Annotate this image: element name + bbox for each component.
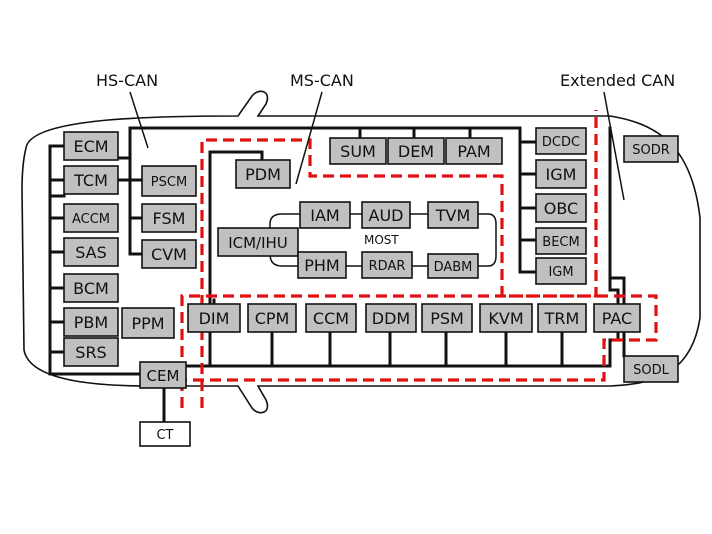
module-tvm: TVM	[427, 201, 479, 229]
svg-text:PBM: PBM	[74, 313, 108, 332]
module-pdm: PDM	[235, 159, 291, 189]
module-dim: DIM	[187, 303, 241, 333]
module-rdar: RDAR	[361, 251, 413, 279]
module-accm: ACCM	[63, 203, 119, 233]
module-dem: DEM	[387, 137, 445, 165]
svg-text:CCM: CCM	[313, 309, 349, 328]
svg-text:DABM: DABM	[434, 260, 473, 275]
module-trm: TRM	[537, 303, 587, 333]
module-obc: OBC	[535, 193, 587, 223]
module-cpm: CPM	[247, 303, 297, 333]
module-ecm: ECM	[63, 131, 119, 161]
module-aud: AUD	[361, 201, 411, 229]
svg-text:SAS: SAS	[75, 243, 107, 262]
extended-can-pointer	[603, 91, 625, 201]
svg-text:TCM: TCM	[73, 171, 108, 190]
module-pam: PAM	[445, 137, 503, 165]
ms-can-label: MS-CAN	[290, 71, 354, 90]
svg-text:PDM: PDM	[245, 165, 281, 184]
extended-can-outline	[180, 110, 658, 408]
most-label: MOST	[364, 233, 399, 247]
svg-text:DIM: DIM	[199, 309, 230, 328]
svg-text:IAM: IAM	[310, 206, 339, 225]
module-srs: SRS	[63, 337, 119, 367]
module-ppm: PPM	[121, 307, 175, 339]
module-ddm: DDM	[365, 303, 417, 333]
module-sodl: SODL	[623, 355, 679, 383]
module-sas: SAS	[63, 237, 119, 267]
module-cem: CEM	[139, 361, 187, 389]
module-fsm: FSM	[141, 203, 197, 233]
svg-text:ICM/IHU: ICM/IHU	[228, 234, 288, 252]
svg-text:SODL: SODL	[633, 363, 669, 378]
module-pscm: PSCM	[141, 165, 197, 197]
module-sum: SUM	[329, 137, 387, 165]
svg-text:PPM: PPM	[131, 314, 164, 333]
module-sodr: SODR	[623, 135, 679, 163]
hs-can-label: HS-CAN	[96, 71, 158, 90]
svg-text:PHM: PHM	[304, 256, 339, 275]
svg-text:DDM: DDM	[372, 309, 410, 328]
svg-text:DEM: DEM	[398, 142, 434, 161]
svg-text:PAM: PAM	[457, 142, 490, 161]
svg-text:TVM: TVM	[435, 206, 471, 225]
module-kvm: KVM	[479, 303, 533, 333]
svg-text:AUD: AUD	[369, 206, 404, 225]
module-igm-bottom: IGM	[535, 257, 587, 285]
svg-text:IGM: IGM	[548, 265, 573, 280]
svg-text:CT: CT	[156, 428, 173, 443]
svg-text:KVM: KVM	[488, 309, 523, 328]
svg-text:FSM: FSM	[153, 209, 186, 228]
hs-can-pointer	[129, 91, 149, 149]
svg-text:CPM: CPM	[255, 309, 290, 328]
module-tcm: TCM	[63, 165, 119, 195]
svg-text:DCDC: DCDC	[542, 135, 580, 150]
svg-text:PAC: PAC	[602, 309, 632, 328]
svg-text:PSCM: PSCM	[151, 175, 187, 190]
module-igm-top: IGM	[535, 159, 587, 189]
hs-can-bus	[48, 126, 538, 376]
svg-text:ECM: ECM	[73, 137, 108, 156]
module-pac: PAC	[593, 303, 641, 333]
module-ct: CT	[139, 421, 191, 447]
module-iam: IAM	[299, 201, 351, 229]
svg-text:CEM: CEM	[147, 367, 180, 385]
module-psm: PSM	[421, 303, 473, 333]
svg-text:OBC: OBC	[544, 199, 578, 218]
svg-text:SUM: SUM	[340, 142, 376, 161]
svg-text:ACCM: ACCM	[72, 212, 110, 227]
extended-can-label: Extended CAN	[560, 71, 675, 90]
svg-text:RDAR: RDAR	[369, 259, 406, 274]
module-bcm: BCM	[63, 273, 119, 303]
ms-can-pointer	[295, 91, 323, 185]
svg-text:CVM: CVM	[151, 245, 187, 264]
module-dabm: DABM	[427, 253, 479, 279]
module-pbm: PBM	[63, 307, 119, 337]
module-ccm: CCM	[305, 303, 357, 333]
module-cvm: CVM	[141, 239, 197, 269]
svg-text:TRM: TRM	[544, 309, 580, 328]
car-body-outline	[21, 90, 701, 414]
module-icm-ihu: ICM/IHU	[217, 227, 299, 257]
svg-text:IGM: IGM	[546, 165, 577, 184]
module-becm: BECM	[535, 227, 587, 255]
svg-text:PSM: PSM	[430, 309, 464, 328]
svg-text:SODR: SODR	[632, 143, 670, 158]
module-phm: PHM	[297, 251, 347, 279]
svg-text:BECM: BECM	[542, 235, 579, 250]
most-ring	[269, 213, 497, 267]
svg-text:BCM: BCM	[73, 279, 109, 298]
module-dcdc: DCDC	[535, 127, 587, 155]
svg-text:SRS: SRS	[75, 343, 106, 362]
